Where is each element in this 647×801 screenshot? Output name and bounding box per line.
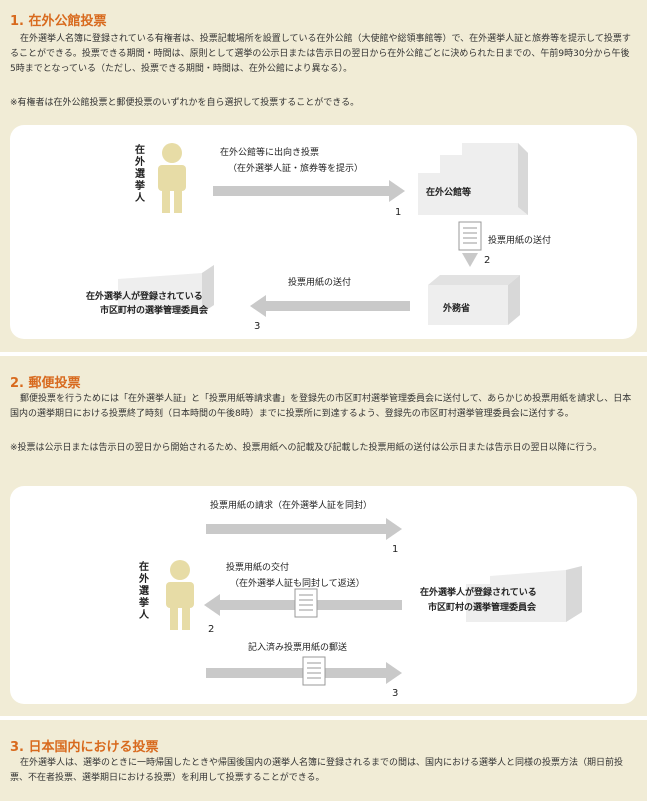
section2-paragraph: 郵便投票を行うためには「在外選挙人証」と「投票用紙等請求書」を登録先の市区町村選…: [10, 394, 632, 419]
section3-paragraph: 在外選挙人は、選挙のときに一時帰国したときや帰国後国内の選挙人名簿に登録されるま…: [10, 758, 624, 783]
postal-step2-label-line2: （在外選挙人証も同封して返送）: [230, 579, 365, 589]
section-divider: [0, 716, 647, 720]
step3-label: 投票用紙の送付: [288, 278, 352, 288]
section-divider: [0, 352, 647, 356]
postal-step1-label: 投票用紙の請求（在外選挙人証を同封）: [210, 501, 373, 511]
ballot-document-icon: [458, 221, 482, 267]
step2-number: 2: [484, 255, 491, 266]
arrow-right-icon: [206, 662, 402, 684]
section1-diagram: 在外選挙人 在外公館等に出向き投票 （在外選挙人証・旅券等を提示） 1 在外公館…: [10, 125, 637, 339]
postal-step2-label-line1: 投票用紙の交付: [226, 563, 290, 573]
committee-building-icon: [466, 566, 582, 622]
postal-step2-number: 2: [208, 624, 215, 635]
embassy-building-icon: [418, 143, 528, 215]
step1-label-line2: （在外選挙人証・旅券等を提示）: [228, 164, 364, 174]
ballot-document-icon: [302, 656, 326, 686]
committee-label-line2: 市区町村の選挙管理委員会: [100, 306, 209, 316]
step1-number: 1: [395, 207, 402, 218]
step1-label-line1: 在外公館等に出向き投票: [220, 148, 320, 158]
postal-voter-label: 在外選挙人: [139, 562, 149, 621]
voter-label: 在外選挙人: [135, 145, 145, 204]
postal-step3-number: 3: [392, 688, 399, 699]
arrow-left-icon: [250, 295, 410, 317]
section2-diagram: 投票用紙の請求（在外選挙人証を同封） 1 在外選挙人 投票用紙の交付 （在外選挙…: [10, 486, 637, 704]
embassy-label: 在外公館等: [426, 188, 472, 198]
postal-step3-label: 記入済み投票用紙の郵送: [248, 643, 348, 653]
section3-title: 3. 日本国内における投票: [10, 740, 159, 755]
postal-committee-label-line2: 市区町村の選挙管理委員会: [428, 603, 537, 613]
section1-title: 1. 在外公館投票: [10, 14, 107, 29]
section1-paragraph: 在外選挙人名簿に登録されている有権者は、投票記載場所を設置している在外公館（大使…: [10, 34, 631, 74]
section1-note: ※有権者は在外公館投票と郵便投票のいずれかを自ら選択して投票することができる。: [10, 98, 360, 108]
committee-building-icon: [118, 265, 214, 313]
ballot-document-icon: [294, 588, 318, 618]
ministry-label: 外務省: [443, 304, 471, 314]
section2-note: ※投票は公示日または告示日の翌日から開始されるため、投票用紙への記載及び記載した…: [10, 443, 603, 453]
ministry-building-icon: [428, 275, 520, 325]
voter-person-icon: [166, 560, 194, 630]
postal-committee-label-line1: 在外選挙人が登録されている: [420, 588, 537, 598]
arrow-right-icon: [213, 180, 405, 202]
step2-label: 投票用紙の送付: [488, 236, 552, 246]
section-postal-voting: 2. 郵便投票 郵便投票を行うためには「在外選挙人証」と「投票用紙等請求書」を登…: [0, 356, 647, 714]
voter-person-icon: [158, 143, 186, 213]
section-domestic-voting: 3. 日本国内における投票 在外選挙人は、選挙のときに一時帰国したときや帰国後国…: [0, 720, 647, 801]
postal-step1-number: 1: [392, 544, 399, 555]
section2-title: 2. 郵便投票: [10, 376, 81, 391]
step3-number: 3: [254, 321, 261, 332]
committee-label-line1: 在外選挙人が登録されている: [86, 292, 203, 302]
section-overseas-office-voting: 1. 在外公館投票 在外選挙人名簿に登録されている有権者は、投票記載場所を設置し…: [0, 0, 647, 352]
arrow-right-icon: [206, 518, 402, 540]
